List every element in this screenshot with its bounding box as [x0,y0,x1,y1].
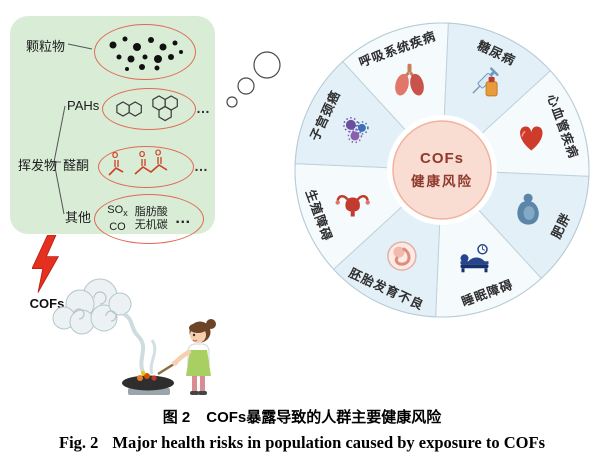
aldehyde-structure-graphic: O O O [108,149,168,176]
obesity-body-icon [517,193,539,225]
others-ellipsis: … [174,210,191,227]
lungs-icon [395,63,424,96]
caption-en-number: Fig. 2 [59,433,99,452]
risk-wheel: 呼吸系统疾病 糖尿病 心血管疾病 肥胖 睡眠障碍 胚胎发育不良 生殖障碍 子宫颈… [292,20,592,320]
steam-swirls [122,312,157,375]
sleeping-person-icon [460,244,489,273]
particulate-label: 颗粒物 [26,39,66,54]
aldehydes-ellipsis: … [194,158,208,174]
thought-bubbles [226,51,281,108]
svg-text:O: O [155,149,161,158]
co-text: CO [109,220,126,233]
caption-zh-number: 图 2 [162,409,191,426]
wheel-center-text: COFs 健康风险 [411,150,473,190]
center-circle [392,120,492,220]
caption-en-text: Major health risks in population caused … [112,433,545,452]
benzene-rings-graphic [116,95,178,122]
particulate-ellipse [94,24,196,80]
fetus-icon [387,241,417,271]
cofs-source-label: COFs [29,296,65,311]
svg-text:O: O [112,151,118,160]
caption-chinese: 图 2 COFs暴露导致的人群主要健康风险 [0,406,604,427]
aldehydes-ellipse: O O O [98,146,194,188]
center-line1: COFs [419,150,464,167]
cooking-scene-illustration [52,278,216,395]
risk-wheel-graphic [294,22,590,318]
tree-connector-lines [53,43,93,215]
cook-woman [172,319,216,395]
pahs-ellipse [102,88,196,130]
uterus-icon [335,195,370,217]
svg-text:O: O [139,150,145,159]
volatiles-label: 挥发物 [18,158,58,173]
composition-panel: 颗粒物 挥发物 PAHs 醛酮 其他 [10,16,215,244]
aldehydes-label: 醛酮 [63,158,90,173]
lightning-bolt-icon [32,235,60,293]
particle-dots-graphic [109,36,183,71]
fatty-acid-text: 脂肪酸 [134,206,168,218]
caption-zh-text: COFs暴露导致的人群主要健康风险 [206,409,442,426]
pahs-ellipsis: … [196,100,210,116]
others-cn-column: 脂肪酸 无机碳 [135,206,168,232]
smoke-cloud [52,278,132,335]
others-ellipse: SOx CO 脂肪酸 无机碳 … [94,194,204,244]
inorganic-carbon-text: 无机碳 [134,219,168,231]
wheel-rim [294,22,590,318]
caption-english: Fig. 2 Major health risks in population c… [0,433,604,453]
others-label: 其他 [65,210,92,225]
insulin-syringe-icon [472,67,499,97]
wok-and-food [122,362,175,395]
others-gas-column: SOx CO [107,204,127,233]
sox-text: SOx [107,204,128,219]
center-line2: 健康风险 [411,174,473,189]
heart-icon [520,126,543,151]
pahs-label: PAHs [67,98,100,113]
